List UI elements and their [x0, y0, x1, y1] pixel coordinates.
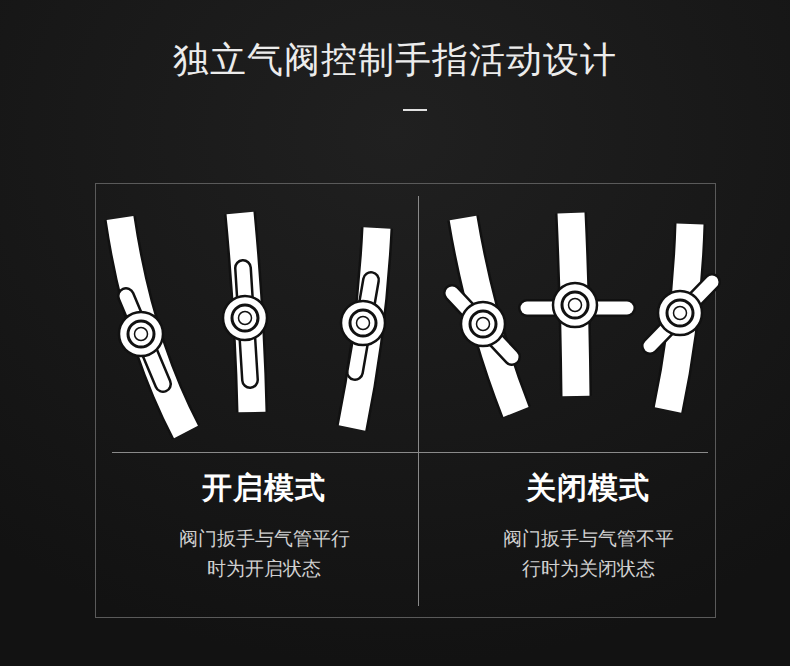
tube-valve [650, 224, 712, 410]
valve-wrench [452, 293, 512, 357]
wrench-outline [452, 293, 512, 357]
tube-valve [341, 228, 385, 428]
tube-valve [527, 213, 627, 396]
wrench-outline [650, 282, 712, 346]
tube-outline [120, 218, 186, 432]
valve-ring [128, 321, 154, 347]
mode-description: 阀门扳手与气管不平 行时为关闭状态 [497, 523, 679, 583]
tube [120, 218, 186, 432]
mode-panel: 开启模式阀门扳手与气管平行 时为开启状态 [106, 468, 422, 583]
valve-ring [562, 292, 588, 318]
valve-body [223, 296, 267, 340]
valve-core [569, 299, 582, 312]
mode-heading: 关闭模式 [430, 468, 746, 509]
valve-ring [470, 311, 496, 337]
wrench-outline [355, 280, 371, 372]
valve-body [553, 283, 597, 327]
valve-core [135, 328, 148, 341]
valve-wrench [355, 280, 371, 372]
valve-ring [667, 300, 693, 326]
valve-core [239, 312, 252, 325]
valve-body [461, 302, 505, 346]
valve-core [357, 317, 370, 330]
page-title: 独立气阀控制手指活动设计 [0, 36, 790, 85]
mode-description: 阀门扳手与气管平行 时为开启状态 [173, 523, 355, 583]
valve-body [119, 312, 163, 356]
tube-valve [452, 218, 516, 412]
tube-valve [223, 213, 267, 412]
valve-core [674, 307, 687, 320]
tube-valve [119, 218, 186, 432]
panel-rule [112, 452, 708, 453]
valve-wrench [650, 282, 712, 346]
panel-border [96, 184, 716, 618]
valve-core [477, 318, 490, 331]
valve-body [341, 301, 385, 345]
valve-body [658, 291, 702, 335]
valve-ring [232, 305, 258, 331]
panel-divider [418, 196, 419, 606]
mode-heading: 开启模式 [106, 468, 422, 509]
title-dash [403, 109, 427, 111]
mode-panel: 关闭模式阀门扳手与气管不平 行时为关闭状态 [430, 468, 746, 583]
valve-ring [350, 310, 376, 336]
